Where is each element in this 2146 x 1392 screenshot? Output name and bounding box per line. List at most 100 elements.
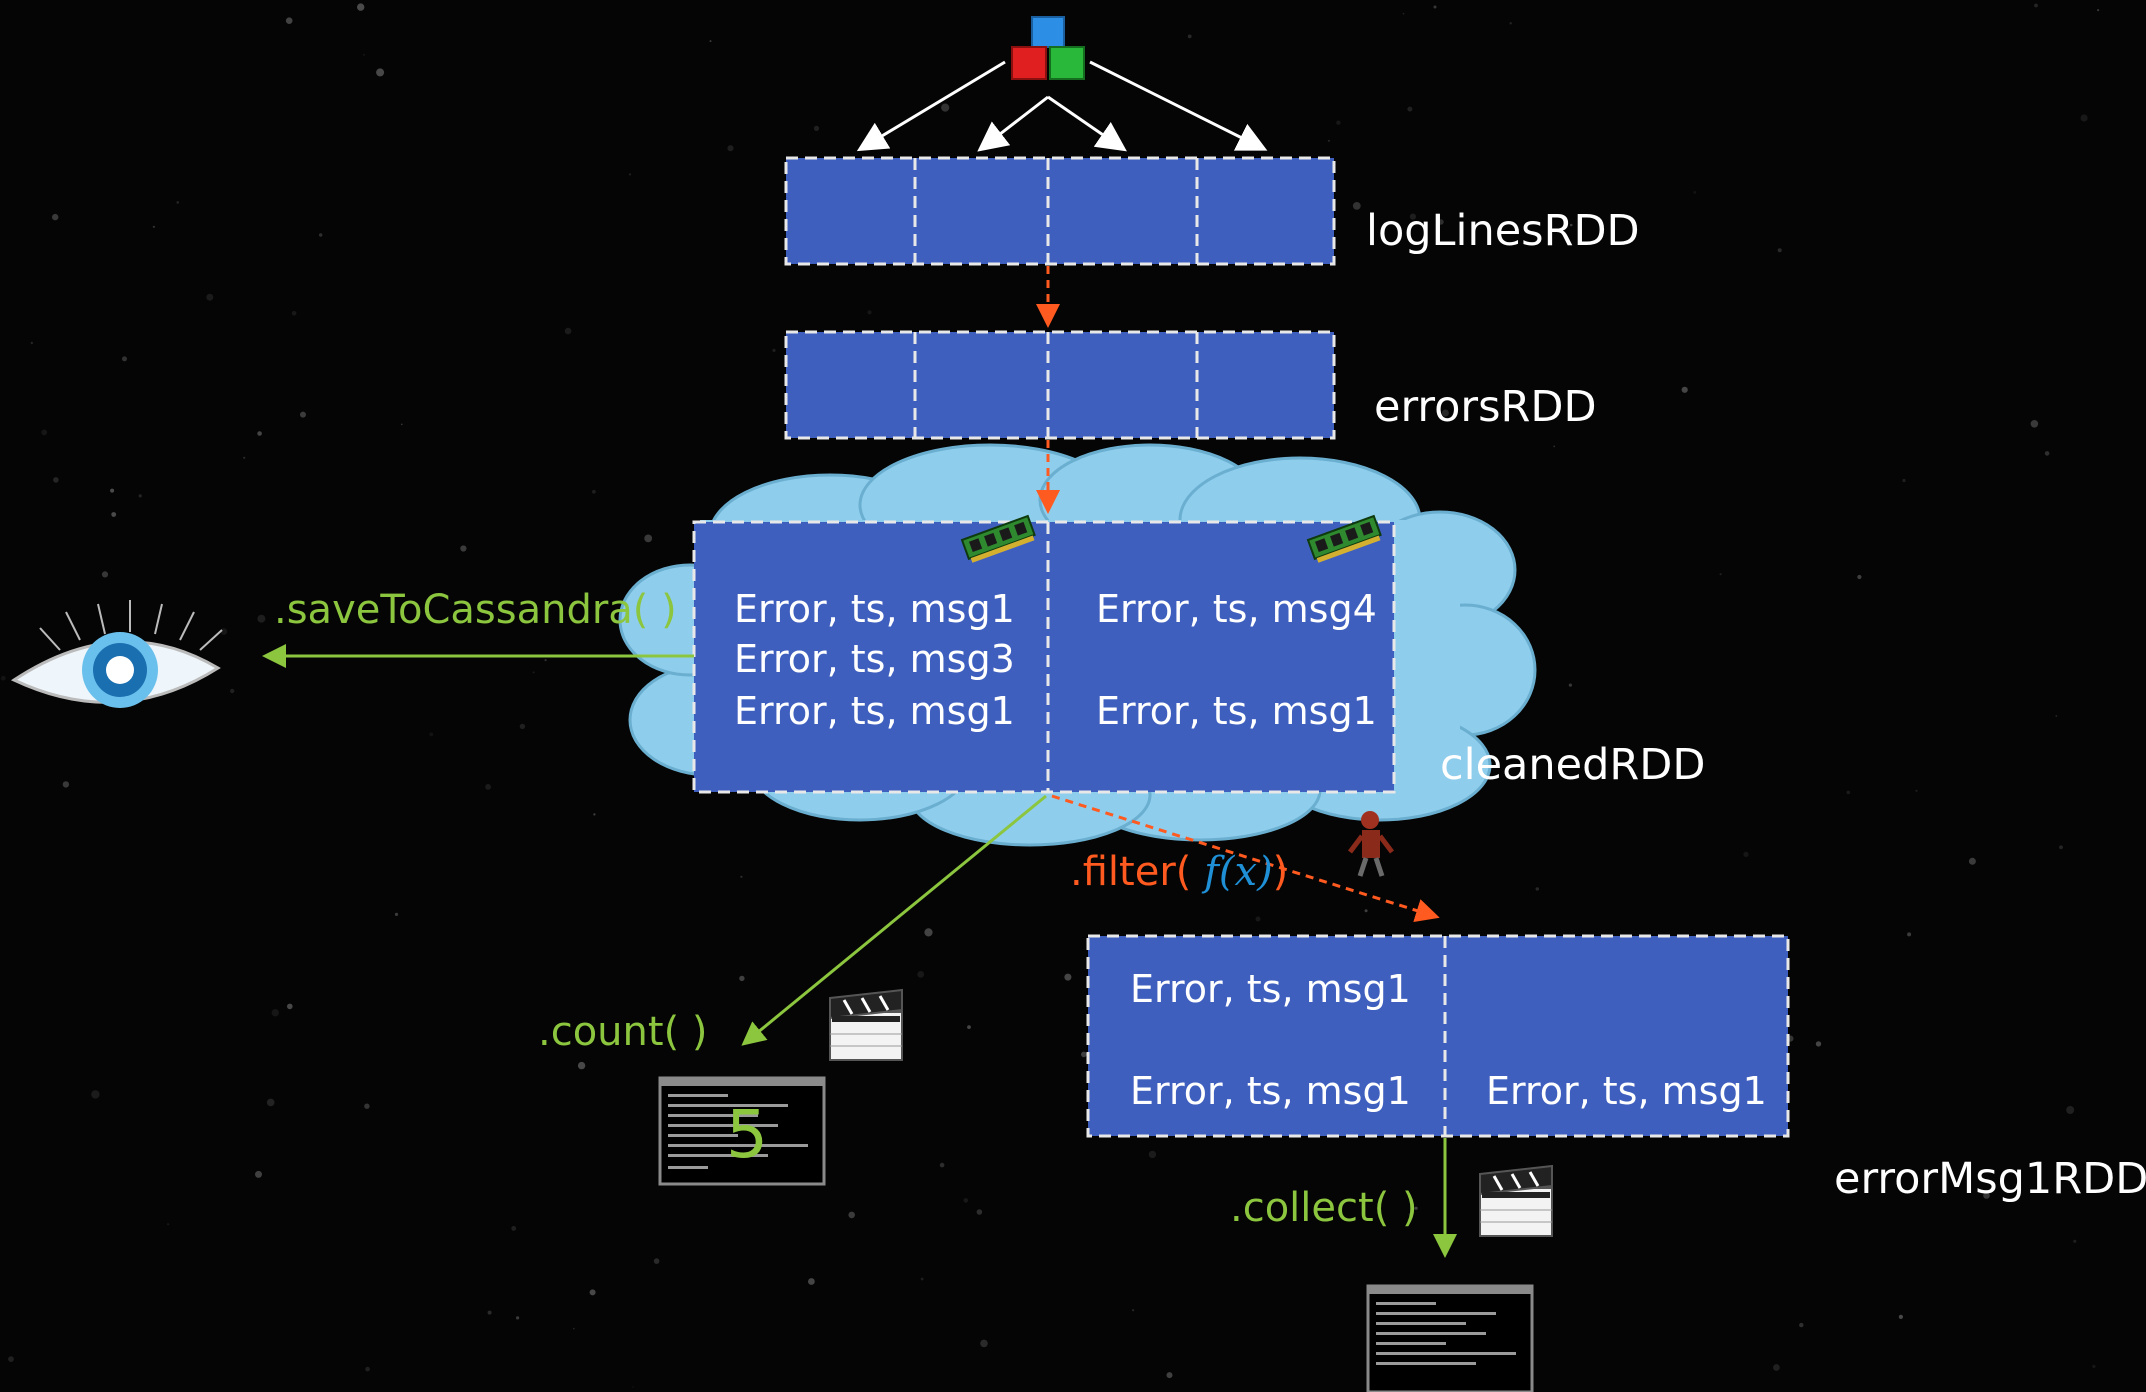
star <box>532 671 535 674</box>
star <box>593 813 596 816</box>
star <box>511 1226 517 1231</box>
star <box>429 732 434 737</box>
star <box>1568 683 1572 687</box>
star <box>0 675 6 681</box>
clapperboard-icon <box>829 988 903 1061</box>
star <box>1327 139 1330 142</box>
star <box>1409 213 1416 220</box>
star <box>101 571 109 578</box>
star <box>1408 1212 1412 1216</box>
errormsg1-rdd-label: errorMsg1RDD <box>1834 1154 2146 1204</box>
robot-icon <box>1348 811 1394 877</box>
star <box>1535 887 1540 891</box>
star <box>519 723 526 730</box>
star <box>1693 191 1697 194</box>
star <box>653 1258 660 1264</box>
star <box>53 477 59 483</box>
star <box>2030 420 2039 428</box>
star <box>220 628 228 635</box>
star <box>1983 1192 1990 1199</box>
star <box>1777 248 1782 253</box>
star <box>632 1386 634 1388</box>
star <box>152 225 155 228</box>
star <box>1681 386 1688 393</box>
star <box>41 429 48 436</box>
cleaned-rdd-box <box>692 520 1396 794</box>
star <box>967 1025 971 1029</box>
star <box>364 1103 370 1109</box>
blocks-icon <box>1011 16 1085 80</box>
star <box>300 411 306 418</box>
star <box>230 688 235 694</box>
clapperboard-icon <box>1479 1164 1553 1237</box>
star <box>1846 790 1851 795</box>
star <box>138 494 142 498</box>
star <box>564 327 572 335</box>
star <box>920 1277 924 1281</box>
star <box>30 341 33 345</box>
partition-record: Error, ts, msg3 <box>734 637 1015 681</box>
star <box>963 1198 969 1203</box>
star <box>917 971 925 978</box>
star <box>376 68 385 77</box>
star <box>1509 22 1512 25</box>
partition-record: Error, ts, msg1 <box>1096 689 1377 733</box>
star <box>1815 1041 1822 1047</box>
load-arrows <box>856 60 1268 152</box>
star <box>110 488 115 493</box>
star <box>589 1289 596 1296</box>
partition-record: Error, ts, msg1 <box>734 587 1015 631</box>
cassandra-eye-icon <box>10 600 223 708</box>
star <box>808 1278 815 1285</box>
star <box>319 233 323 237</box>
errors-rdd-box <box>784 330 1336 440</box>
star <box>1336 120 1341 125</box>
star <box>516 1316 520 1320</box>
star <box>867 310 872 315</box>
star <box>2092 1364 2096 1369</box>
loglines-rdd-box <box>784 156 1336 266</box>
loglines-rdd-label: logLinesRDD <box>1366 206 1640 256</box>
transform-arrows <box>1036 266 1440 923</box>
star <box>1968 857 1976 865</box>
star <box>2044 451 2050 456</box>
star <box>813 125 820 131</box>
star <box>285 17 293 25</box>
star <box>357 3 365 11</box>
star <box>1364 909 1368 913</box>
star <box>848 1211 855 1219</box>
star <box>91 1090 100 1099</box>
star <box>206 293 214 301</box>
star <box>460 545 467 552</box>
ram-icon <box>1306 514 1382 563</box>
star <box>709 40 712 43</box>
star <box>941 103 950 112</box>
star <box>592 489 596 494</box>
star <box>176 201 180 204</box>
star <box>1187 34 1192 39</box>
star <box>8 1356 14 1362</box>
star <box>1407 106 1413 112</box>
star <box>1773 1364 1780 1371</box>
star <box>644 534 653 543</box>
star <box>266 1098 275 1107</box>
star <box>255 1170 262 1178</box>
star <box>167 1223 170 1226</box>
star <box>2097 9 2100 12</box>
star <box>1569 223 1573 227</box>
star <box>2073 1239 2077 1243</box>
star <box>976 1209 983 1215</box>
star <box>1915 789 1918 792</box>
star <box>1907 932 1912 937</box>
star <box>287 1003 293 1010</box>
star <box>573 1327 575 1330</box>
star <box>1064 973 1072 981</box>
collect-label: .collect( ) <box>1230 1185 1418 1231</box>
star <box>739 975 745 982</box>
save-to-cassandra-label: .saveToCassandra( ) <box>274 587 677 633</box>
star <box>1414 1206 1418 1210</box>
count-label: .count( ) <box>538 1009 708 1055</box>
star <box>2066 1106 2075 1114</box>
star <box>1743 851 1749 858</box>
